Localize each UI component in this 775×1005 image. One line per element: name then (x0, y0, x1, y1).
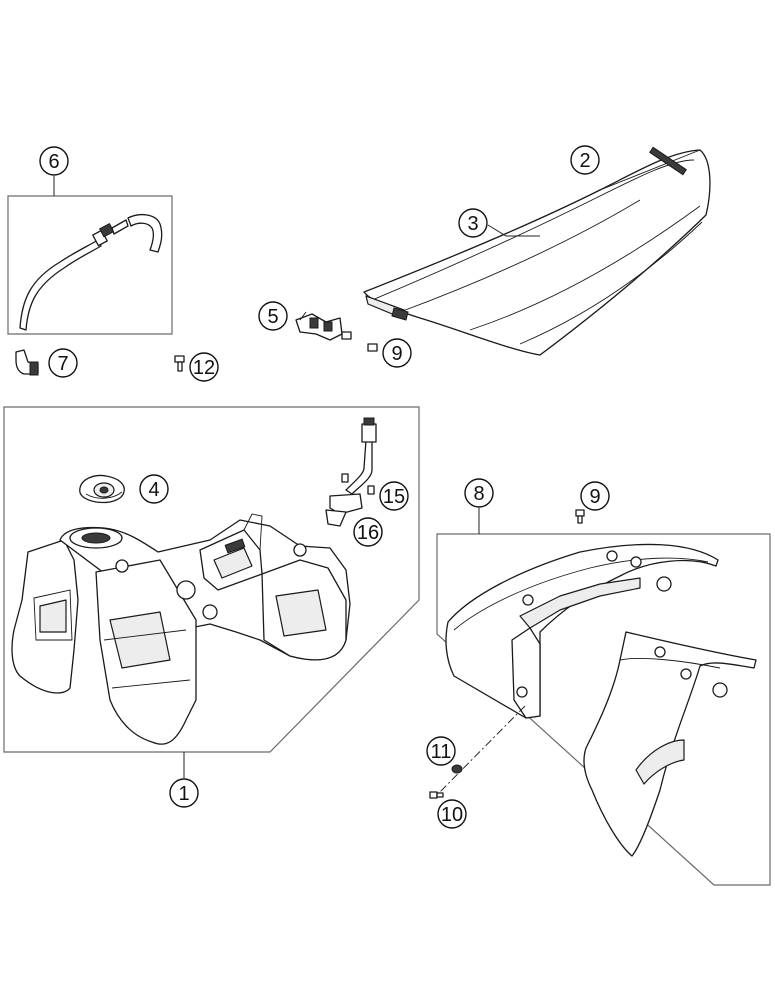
panel-washer (451, 764, 463, 774)
svg-text:9: 9 (391, 343, 402, 365)
callout-12: 12 (189, 352, 219, 382)
svg-text:1: 1 (178, 783, 189, 805)
vent-hose-group-frame (7, 195, 173, 335)
callout-15: 15 (379, 481, 409, 511)
side-panel-group-frame (436, 533, 771, 886)
svg-text:15: 15 (383, 486, 405, 508)
svg-text:7: 7 (57, 353, 68, 375)
svg-text:6: 6 (48, 151, 59, 173)
side-panel-lower (583, 631, 757, 857)
callout-11: 11 (426, 736, 456, 766)
callout-7: 7 (48, 348, 78, 378)
callout-9-seat: 9 (382, 338, 412, 368)
callout-6: 6 (39, 146, 69, 176)
callout-16: 16 (353, 517, 383, 547)
seat (363, 146, 711, 356)
callout-10: 10 (437, 799, 467, 829)
svg-text:9: 9 (589, 486, 600, 508)
fuel-tank-group-frame (3, 406, 420, 753)
callout-8: 8 (464, 478, 494, 508)
panel-screw-bottom (429, 791, 444, 799)
callout-4: 4 (139, 474, 169, 504)
svg-text:3: 3 (467, 213, 478, 235)
svg-text:5: 5 (267, 306, 278, 328)
vent-hose (19, 213, 163, 331)
filler-cap (79, 474, 125, 504)
svg-text:10: 10 (441, 804, 463, 826)
callout-2: 2 (570, 145, 600, 175)
seat-bracket (295, 311, 343, 341)
leader-3 (487, 224, 540, 237)
assembly-center-line (433, 705, 526, 799)
callout-1: 1 (169, 778, 199, 808)
fuel-tap (325, 417, 377, 527)
svg-text:4: 4 (148, 479, 159, 501)
seat-screws (341, 331, 378, 352)
callout-3: 3 (458, 208, 488, 238)
callout-5: 5 (258, 301, 288, 331)
callout-9-panel: 9 (580, 481, 610, 511)
svg-text:8: 8 (473, 483, 484, 505)
fuel-tank (11, 513, 351, 745)
svg-text:16: 16 (357, 522, 379, 544)
panel-screw-top (575, 509, 585, 524)
svg-text:11: 11 (431, 741, 452, 763)
elbow-fitting (15, 349, 39, 376)
svg-text:2: 2 (579, 150, 590, 172)
side-panel-upper (445, 543, 719, 719)
svg-text:12: 12 (193, 357, 215, 379)
small-screw (174, 355, 185, 372)
